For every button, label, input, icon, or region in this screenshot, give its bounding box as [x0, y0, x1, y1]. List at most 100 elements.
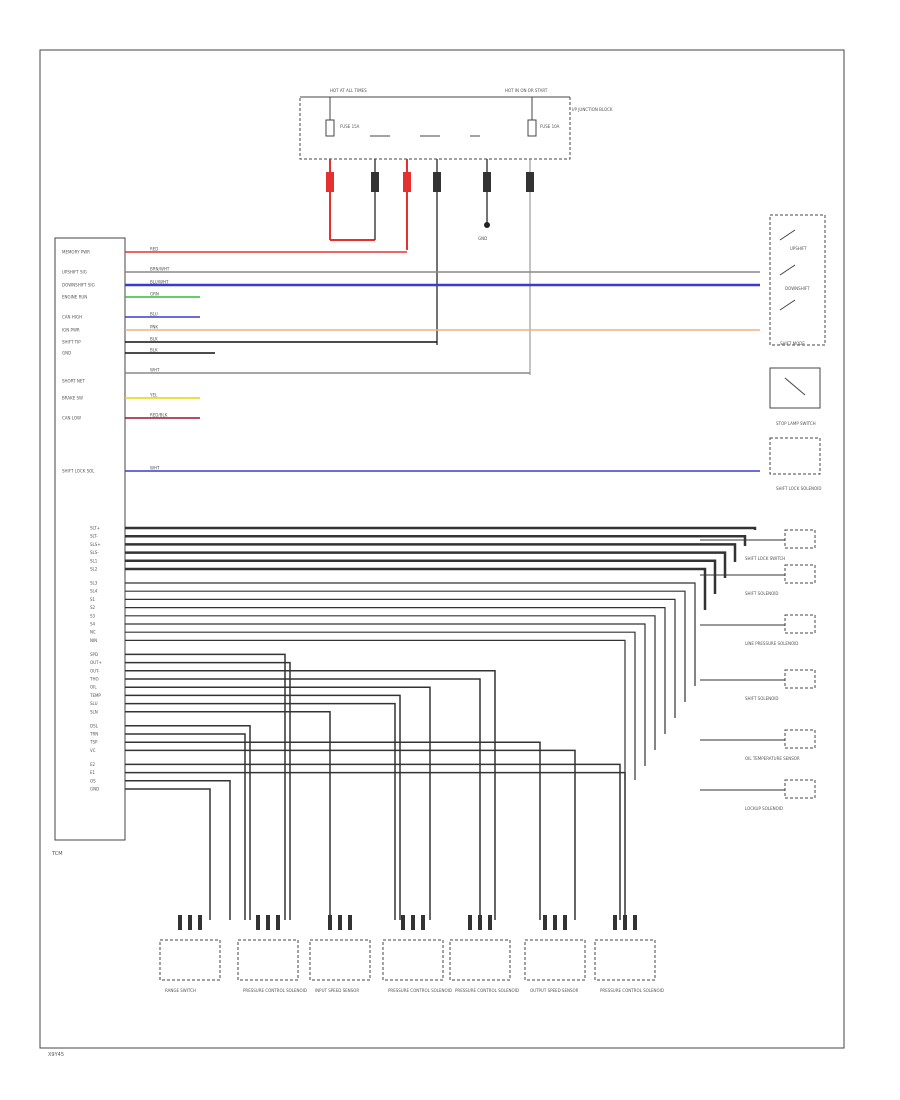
tcm-bottom-wire [125, 590, 686, 702]
sensor-label: LINE PRESSURE SOLENOID [745, 641, 798, 646]
tcm-module: TCM [51, 237, 126, 857]
component-pin [563, 915, 567, 930]
tcm-bottom-wire [125, 771, 626, 920]
component-label: PRESSURE CONTROL SOLENOID [455, 988, 519, 993]
tcm-bottom-pin-label: E1 [90, 770, 96, 775]
tcm-bottom-wire [125, 631, 636, 780]
tcm-bottom-pin-label: OIL [90, 685, 97, 690]
tcm-bottom-pins: SLT+SLT-SLS+SLS-SL1SL2SL3SL4S1S2S3S4NCNI… [89, 526, 757, 920]
tcm-bottom-wire [125, 615, 656, 750]
sensor-icon [784, 729, 816, 749]
tcm-bottom-pin-label: THO [89, 677, 99, 682]
component-pin [488, 915, 492, 930]
tcm-bottom-pin-label: OUT+ [90, 660, 102, 665]
right-switch-assembly: UPSHIFT DOWNSHIFT SHIFT MODE [769, 214, 826, 346]
component-label: INPUT SPEED SENSOR [315, 988, 359, 993]
relay-label-1: STOP LAMP SWITCH [776, 421, 816, 426]
tcm-bottom-pin-label: NIN [90, 638, 97, 643]
tcm-pin-label: SHIFT TIP [62, 340, 81, 345]
component-label: OUTPUT SPEED SENSOR [530, 988, 579, 993]
switch-label-1: UPSHIFT [790, 246, 807, 251]
component-pin [256, 915, 260, 930]
sensor-label: SHIFT SOLENOID [745, 591, 779, 596]
right-sensors: SHIFT LOCK SWITCH SHIFT SOLENOID LINE PRES… [700, 529, 816, 811]
tcm-bottom-pin-label: E2 [90, 762, 96, 767]
sensor-icon [784, 779, 816, 799]
tcm-wire-label: BLK [150, 337, 158, 342]
component-pin [198, 915, 202, 930]
tcm-bottom-wire [125, 694, 401, 920]
tcm-bottom-pin-label: TRN [89, 732, 98, 737]
component-label: PRESSURE CONTROL SOLENOID [388, 988, 452, 993]
tcm-bottom-pin-label: SL3 [90, 581, 98, 586]
tcm-bottom-wire [125, 670, 496, 920]
fuse-box-label-sub: I/P JUNCTION BLOCK [572, 107, 613, 112]
component-pin [623, 915, 627, 930]
tcm-bottom-pin-label: SLU [90, 701, 98, 706]
tcm-footnote: TCM [51, 851, 63, 857]
tcm-pin-label: UPSHIFT SIG [62, 270, 87, 275]
tcm-bottom-pin-label: SL1 [90, 558, 98, 563]
tcm-bottom-wire [125, 678, 481, 920]
tcm-bottom-pin-label: SLS+ [90, 542, 101, 547]
tcm-bottom-wire [125, 534, 747, 546]
sensor-icon [784, 614, 816, 634]
tcm-pin-label: BRAKE SW [62, 396, 83, 401]
component-label: PRESSURE CONTROL SOLENOID [600, 988, 664, 993]
tcm-bottom-wire [125, 559, 717, 594]
component-pin [633, 915, 637, 930]
tcm-bottom-wire [125, 653, 286, 920]
tcm-wire-label: PNK [150, 325, 158, 330]
fuse-right-label: FUSE 10A [540, 124, 560, 129]
component-pin [421, 915, 425, 930]
tcm-bottom-wire [125, 788, 211, 920]
tcm-bottom-pin-label: S1 [90, 597, 96, 602]
tcm-pin-label: DOWNSHIFT SIG [62, 283, 95, 288]
component-icon [309, 939, 371, 981]
tcm-bottom-wire [125, 567, 707, 610]
tcm-bottom-wire [125, 551, 727, 578]
tcm-bottom-pin-label: VC [90, 748, 96, 753]
tcm-wire-label: BLU [150, 312, 158, 317]
page-code: X9Y45 [48, 1052, 64, 1058]
tcm-bottom-pin-label: SL2 [90, 567, 98, 572]
component-pin [478, 915, 482, 930]
component-pin [276, 915, 280, 930]
component-label: PRESSURE CONTROL SOLENOID [243, 988, 307, 993]
switch-label-2: DOWNSHIFT [785, 286, 810, 291]
tcm-pin-label: ENGINE RUN [62, 295, 87, 300]
tcm-bottom-pin-label: S2 [90, 605, 96, 610]
component-pin [553, 915, 557, 930]
tcm-pin-label: GND [62, 351, 71, 356]
relay-box: STOP LAMP SWITCH SHIFT LOCK SOLENOID [769, 367, 821, 491]
tcm-bottom-wire [125, 711, 331, 920]
sensor-label: SHIFT LOCK SWITCH [745, 556, 785, 561]
fuse-left-label: FUSE 15A [340, 124, 360, 129]
component-icon [382, 939, 444, 981]
tcm-pin-label: SHIFT LOCK SOL [62, 469, 95, 474]
component-pin [328, 915, 332, 930]
tcm-wire-label: RED [150, 247, 158, 252]
fuse-left-icon [325, 119, 335, 137]
tcm-bottom-wire [125, 598, 676, 718]
tcm-bottom-pin-label: SLN [90, 709, 98, 714]
tcm-wire-label: WHT [150, 466, 160, 471]
component-icon [237, 939, 299, 981]
component-pin [468, 915, 472, 930]
tcm-bottom-wire [125, 749, 576, 920]
tcm-bottom-pin-label: TSP [89, 740, 98, 745]
tcm-pin-label: CAN HIGH [62, 315, 82, 320]
ground-label: GND [478, 236, 487, 241]
tcm-bottom-wire [125, 639, 626, 780]
sensor-label: OIL TEMPERATURE SENSOR [745, 756, 800, 761]
tcm-pin-label: MEMORY PWR [62, 250, 90, 255]
fuse-box-label-right: HOT IN ON OR START [505, 88, 548, 93]
fuse-box-label-left: HOT AT ALL TIMES [330, 88, 367, 93]
tcm-bottom-pin-label: NC [90, 630, 96, 635]
tcm-bottom-wire [125, 661, 291, 920]
tcm-wire-label: RED/BLK [150, 413, 168, 418]
tcm-pin-label: CAN LOW [62, 416, 81, 421]
tcm-bottom-wire [125, 543, 737, 562]
